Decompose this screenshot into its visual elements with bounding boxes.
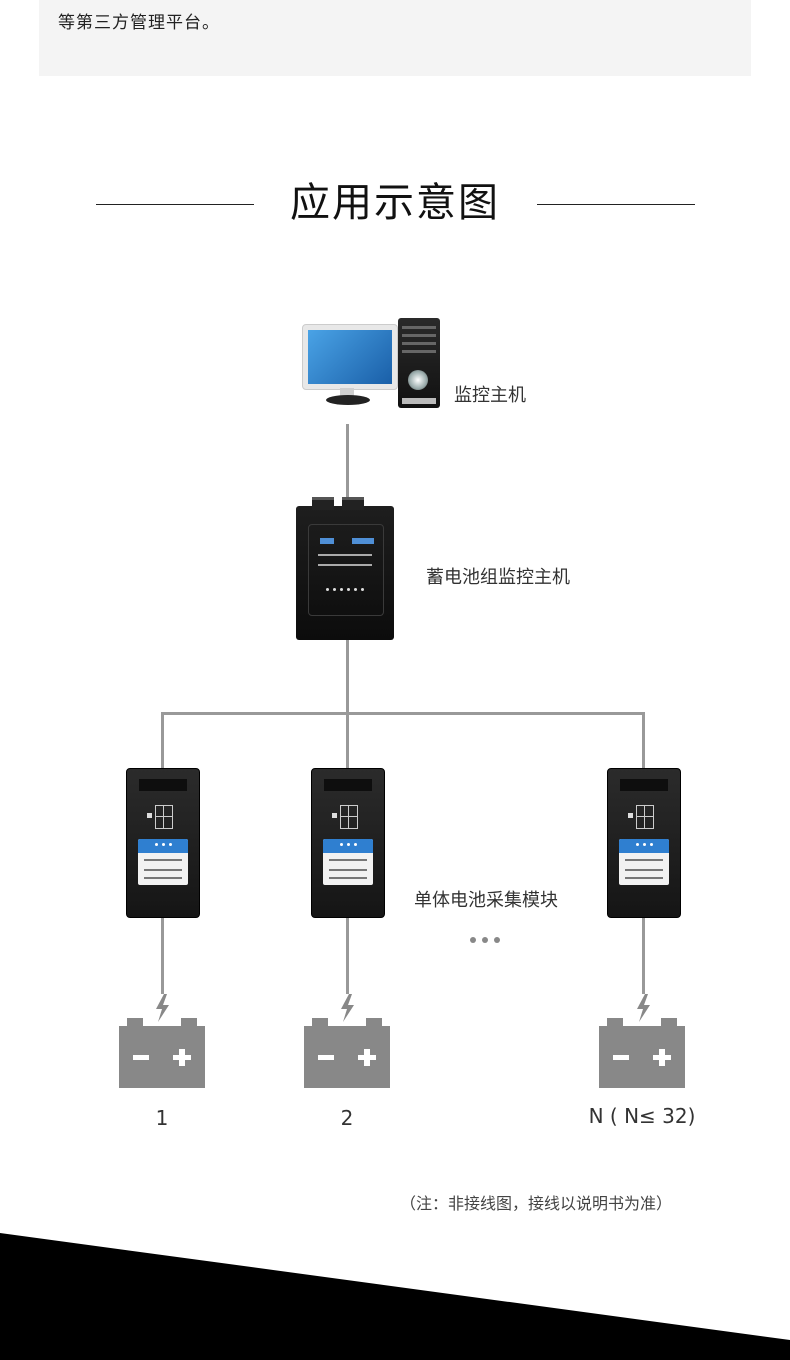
battery-label-1: 1 — [155, 1106, 169, 1130]
wire-bus-drop-1 — [161, 712, 164, 770]
cell-module-1 — [126, 768, 200, 918]
battery-label-n: N ( N≤ 32) — [588, 1104, 696, 1128]
wire-module-1-to-battery — [161, 916, 164, 994]
wire-module-n-to-battery — [642, 916, 645, 994]
wire-pc-to-host — [346, 424, 349, 508]
wire-module-2-to-battery — [346, 916, 349, 994]
monitor-icon — [302, 324, 398, 390]
label-monitor-host: 监控主机 — [454, 385, 526, 406]
wire-host-down — [346, 640, 349, 714]
intro-box — [39, 0, 751, 76]
monitor-base — [326, 395, 370, 405]
bottom-decoration — [0, 1233, 790, 1360]
battery-icon — [119, 1018, 205, 1088]
wire-bus-drop-2 — [346, 712, 349, 770]
ellipsis-dots-icon — [470, 928, 506, 947]
pc-tower-icon — [398, 318, 440, 408]
wire-bus-horizontal — [161, 712, 645, 715]
cell-module-n — [607, 768, 681, 918]
lightning-icon — [156, 994, 169, 1022]
label-cell-module: 单体电池采集模块 — [414, 890, 558, 911]
title-rule-right — [537, 204, 695, 205]
diagram-note: （注：非接线图，接线以说明书为准） — [400, 1194, 673, 1213]
battery-group-host-device — [296, 497, 394, 640]
lightning-icon — [341, 994, 354, 1022]
title-rule-left — [96, 204, 254, 205]
monitor-stand — [340, 388, 354, 396]
label-battery-group-host: 蓄电池组监控主机 — [426, 567, 570, 588]
intro-text: 等第三方管理平台。 — [58, 13, 220, 33]
section-title: 应用示意图 — [290, 180, 500, 226]
battery-icon — [304, 1018, 390, 1088]
battery-label-2: 2 — [340, 1106, 354, 1130]
battery-icon — [599, 1018, 685, 1088]
lightning-icon — [637, 994, 650, 1022]
cell-module-2 — [311, 768, 385, 918]
wire-bus-drop-n — [642, 712, 645, 770]
